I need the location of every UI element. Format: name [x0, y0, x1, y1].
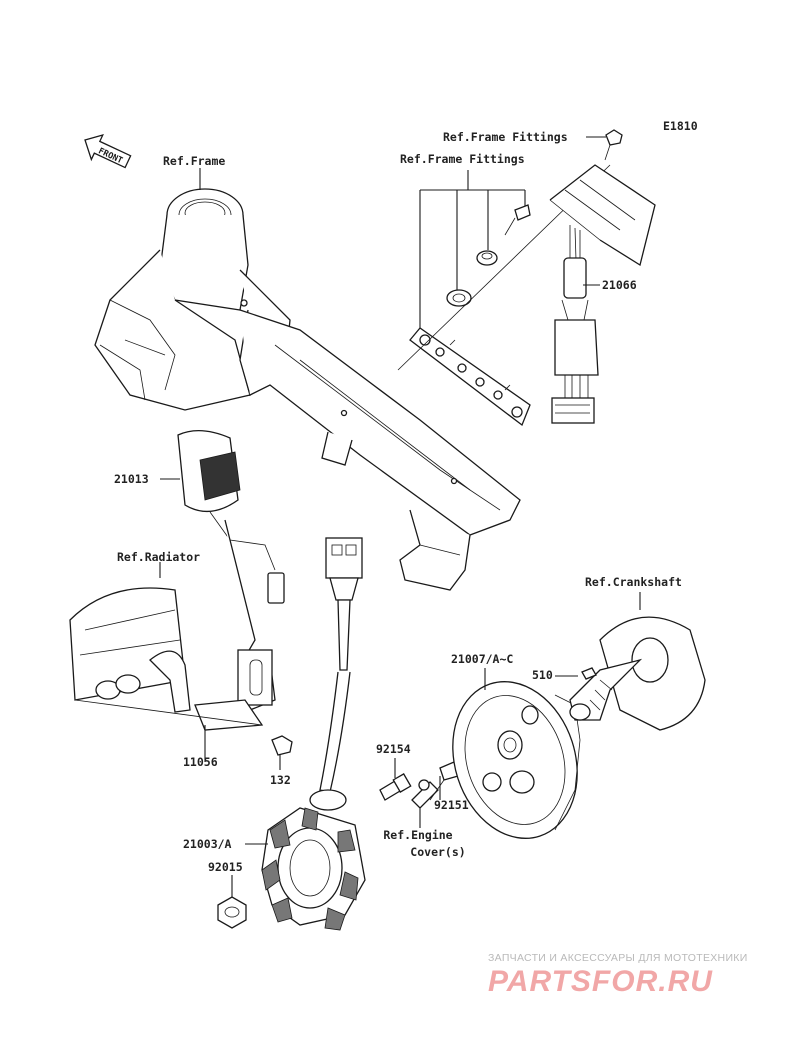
label-21066: 21066 — [602, 278, 637, 292]
diagram-code: E1810 — [663, 119, 698, 133]
bolts-drawing — [271, 735, 459, 809]
label-ref-crankshaft: Ref.Crankshaft — [585, 575, 682, 589]
label-ref-engine-cover-line1: Ref.Engine — [383, 828, 453, 842]
part-21007-rotor-drawing — [452, 681, 581, 839]
label-21007: 21007/A~C — [451, 652, 514, 666]
watermark-logo[interactable]: PARTSFOR.RU — [488, 965, 713, 998]
label-ref-frame: Ref.Frame — [163, 154, 226, 168]
label-92151: 92151 — [434, 798, 469, 812]
label-ref-frame-fittings-top: Ref.Frame Fittings — [443, 130, 568, 144]
label-ref-engine-cover-line2: Cover(s) — [410, 845, 466, 859]
front-arrow-icon: FRONT — [84, 134, 132, 169]
label-ref-radiator: Ref.Radiator — [117, 550, 201, 564]
label-132: 132 — [270, 773, 291, 787]
radiator-drawing — [69, 562, 263, 726]
label-510: 510 — [532, 668, 553, 682]
frame-fittings-drawing — [397, 164, 611, 427]
part-21013-relay-drawing — [177, 430, 285, 731]
watermark-tagline: ЗАПЧАСТИ И АКСЕССУАРЫ ДЛЯ МОТОТЕХНИКИ — [488, 952, 748, 964]
label-92154: 92154 — [376, 742, 411, 756]
crankshaft-drawing — [569, 592, 706, 731]
frame-drawing — [94, 188, 521, 591]
label-21003: 21003/A — [183, 837, 232, 851]
part-21066-regulator-drawing — [549, 129, 656, 424]
label-ref-frame-fittings: Ref.Frame Fittings — [400, 152, 525, 166]
part-21003-stator-drawing — [217, 537, 366, 931]
label-21013: 21013 — [114, 472, 149, 486]
leader-lines — [160, 136, 606, 897]
label-92015: 92015 — [208, 860, 243, 874]
label-11056: 11056 — [183, 755, 218, 769]
